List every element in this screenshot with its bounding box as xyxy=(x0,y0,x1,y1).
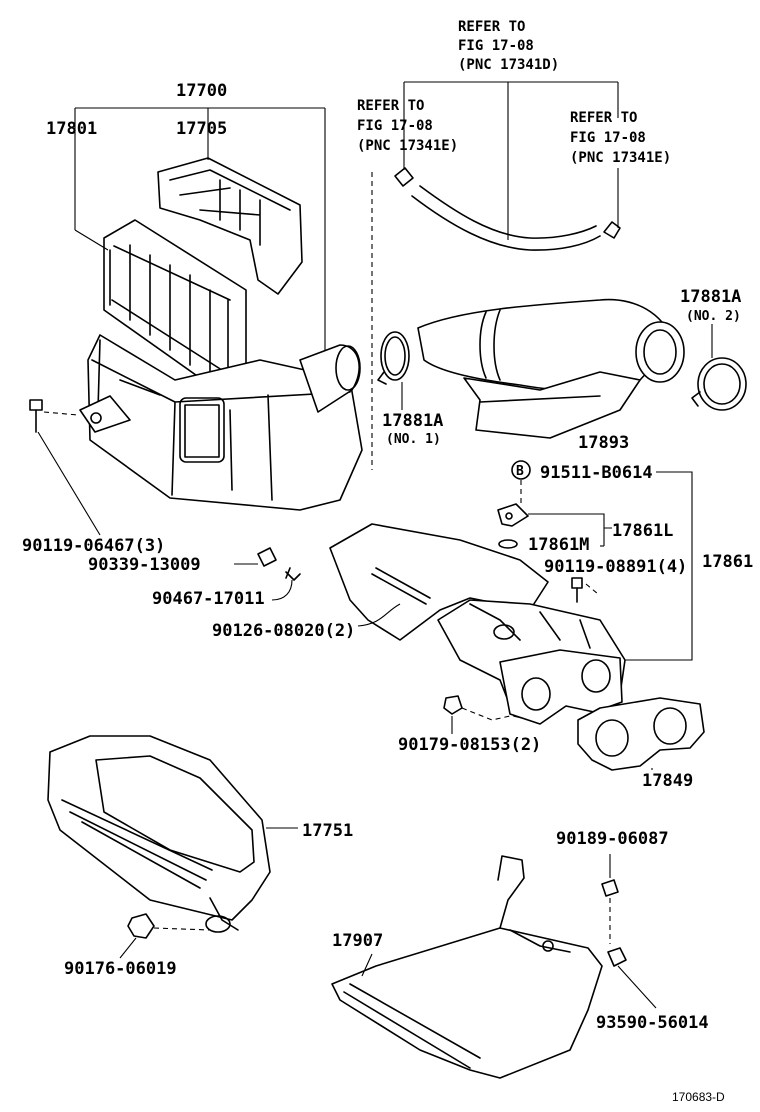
label-17907: 17907 xyxy=(332,931,383,951)
leader-90126 xyxy=(357,603,401,627)
label-17751: 17751 xyxy=(302,821,353,841)
label-90176-06019: 90176-06019 xyxy=(64,959,177,979)
svg-text:REFER TO: REFER TO xyxy=(357,98,424,114)
svg-text:(PNC 17341E): (PNC 17341E) xyxy=(357,138,458,154)
oring-17861M xyxy=(498,539,518,549)
label-17861L: 17861L xyxy=(612,521,673,541)
svg-text:REFER TO: REFER TO xyxy=(570,110,637,126)
leader-17700 xyxy=(74,107,326,350)
leader-dash-90179 xyxy=(461,707,511,721)
figure-code: 170683-D xyxy=(672,1090,725,1104)
label-17881A-1-sub: (NO. 1) xyxy=(386,432,441,447)
intake-manifold xyxy=(437,599,626,725)
refer-leader-lines xyxy=(403,81,619,240)
label-17849: 17849 xyxy=(642,771,693,791)
refer-note-top: REFER TO FIG 17-08 (PNC 17341D) xyxy=(458,19,559,73)
clamp-17881A-2 xyxy=(691,357,747,411)
svg-text:REFER TO: REFER TO xyxy=(458,19,525,35)
leader-90467 xyxy=(271,579,293,601)
air-duct-17751 xyxy=(47,735,271,933)
breather-hose xyxy=(394,167,621,251)
svg-text:FIG 17-08: FIG 17-08 xyxy=(357,118,433,134)
svg-text:(PNC 17341E): (PNC 17341E) xyxy=(570,150,671,166)
label-17881A-2-sub: (NO. 2) xyxy=(686,309,741,324)
clip-90467-17011 xyxy=(285,567,301,581)
label-90339-13009: 90339-13009 xyxy=(88,555,201,575)
nut-90176-06019 xyxy=(127,913,155,939)
svg-text:FIG 17-08: FIG 17-08 xyxy=(570,130,646,146)
label-90179-08153: 90179-08153(2) xyxy=(398,735,541,755)
grommet-93590-56014 xyxy=(607,947,627,967)
leader-dash-90176 xyxy=(153,927,211,931)
label-90126-08020: 90126-08020(2) xyxy=(212,621,355,641)
svg-text:(PNC 17341D): (PNC 17341D) xyxy=(458,57,559,73)
label-17881A-1: 17881A xyxy=(382,411,443,431)
gasket-17849 xyxy=(577,697,705,771)
leader-dash-bolt xyxy=(43,411,79,416)
svg-text:B: B xyxy=(516,464,524,479)
air-duct-17907 xyxy=(331,855,603,1079)
bolt-90119-08891 xyxy=(571,577,583,603)
label-17700: 17700 xyxy=(176,81,227,101)
clamp-17881A-1 xyxy=(377,331,410,385)
refer-note-right: REFER TO FIG 17-08 (PNC 17341E) xyxy=(570,110,671,166)
leader-17861-bracket xyxy=(620,471,693,661)
leader-17861L xyxy=(528,513,612,546)
plug-90339-13009 xyxy=(257,547,277,567)
label-90119-06467: 90119-06467(3) xyxy=(22,536,165,556)
fitting-17861L xyxy=(497,503,529,527)
refer-note-left: REFER TO FIG 17-08 (PNC 17341E) xyxy=(357,98,458,154)
intake-hose-17893 xyxy=(417,298,685,439)
svg-text:FIG 17-08: FIG 17-08 xyxy=(458,38,534,54)
label-17893: 17893 xyxy=(578,433,629,453)
label-90119-08891: 90119-08891(4) xyxy=(544,557,687,577)
leader-90176 xyxy=(119,937,137,959)
leader-17907 xyxy=(361,953,373,977)
label-17881A-2: 17881A xyxy=(680,287,741,307)
stud-90126-08020 xyxy=(371,567,431,605)
marker-b: B xyxy=(511,460,531,480)
leader-93590 xyxy=(617,965,657,1009)
label-91511-B0614: 91511-B0614 xyxy=(540,463,653,483)
label-17861M: 17861M xyxy=(528,535,589,555)
leader-dash-08891 xyxy=(585,583,599,595)
label-17705: 17705 xyxy=(176,119,227,139)
clip-90189-06087 xyxy=(601,879,619,897)
label-93590-56014: 93590-56014 xyxy=(596,1013,709,1033)
label-17801: 17801 xyxy=(46,119,97,139)
air-cleaner-assembly xyxy=(79,157,363,511)
bolt-90119-06467 xyxy=(29,399,43,433)
nut-90179-08153 xyxy=(443,695,463,715)
leader-90119-06467 xyxy=(37,431,101,536)
label-90189-06087: 90189-06087 xyxy=(556,829,669,849)
label-17861: 17861 xyxy=(702,552,753,572)
label-90467-17011: 90467-17011 xyxy=(152,589,265,609)
